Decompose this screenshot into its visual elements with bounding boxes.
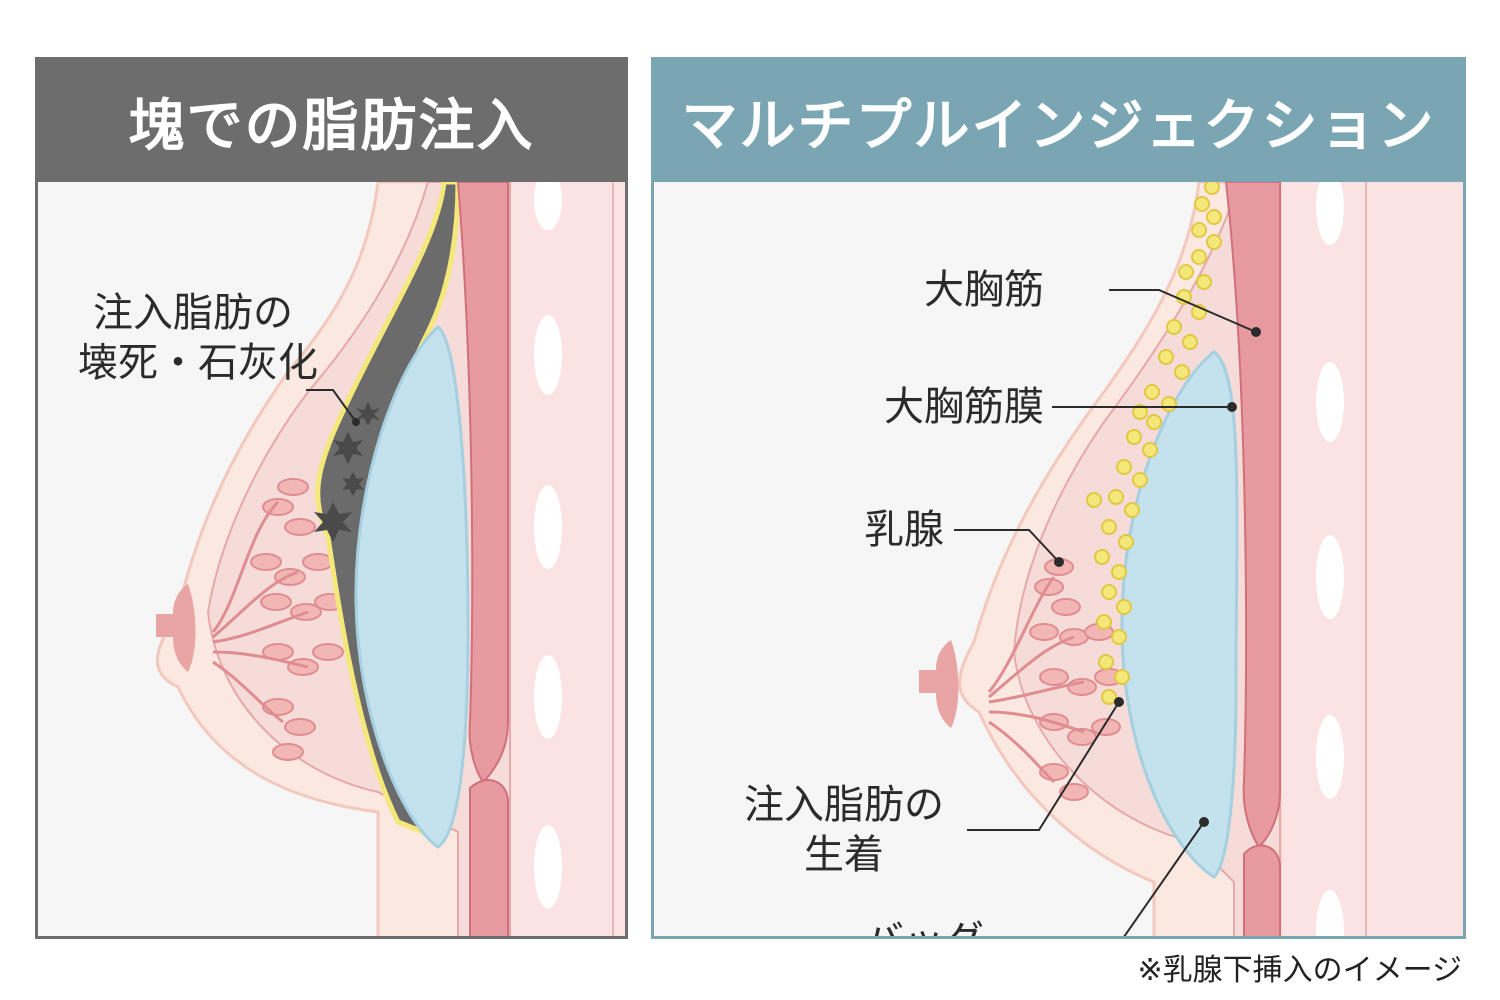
panel-title-multiple: マルチプルインジェクション [654, 60, 1463, 182]
label-pectoralis: 大胸筋 [854, 265, 1044, 315]
panel-lump-injection: 塊での脂肪注入 [35, 57, 628, 939]
footnote: ※乳腺下挿入のイメージ [1137, 945, 1462, 989]
rib [1316, 362, 1344, 442]
pectoralis-muscle-lower [470, 780, 508, 939]
label-necrosis-line1: 注入脂肪の [78, 288, 308, 338]
rib [1316, 535, 1344, 619]
label-mammary-gland: 乳腺 [794, 505, 944, 555]
panel-multiple-injection: マルチプルインジェクション [651, 57, 1466, 939]
rib [534, 315, 562, 395]
rib [534, 485, 562, 569]
rib [534, 655, 562, 739]
chest-wall [1280, 182, 1463, 939]
label-engraft-line1: 注入脂肪の [724, 780, 964, 830]
pectoralis-muscle-lower [1244, 845, 1280, 939]
label-necrosis: 注入脂肪の 壊死・石灰化 [78, 288, 308, 388]
label-necrosis-line2: 壊死・石灰化 [78, 338, 308, 388]
rib [1316, 715, 1344, 799]
nipple [919, 640, 959, 728]
rib [534, 825, 562, 909]
chest-wall [510, 182, 625, 939]
label-fat-engraftment: 注入脂肪の 生着 [724, 780, 964, 880]
label-bag: バッグ [814, 916, 984, 939]
panel-title-lump: 塊での脂肪注入 [38, 60, 625, 182]
label-pectoralis-fascia: 大胸筋膜 [834, 382, 1044, 432]
label-engraft-line2: 生着 [724, 830, 964, 880]
